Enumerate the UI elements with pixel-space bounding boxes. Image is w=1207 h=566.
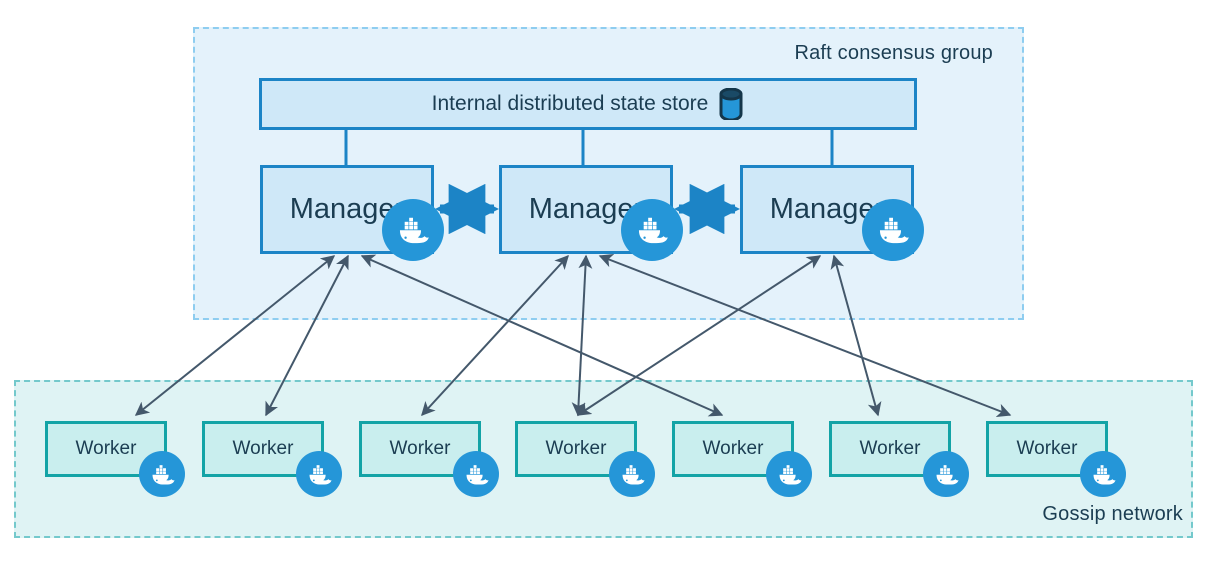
docker-whale-icon [923,451,969,497]
gossip-network-label: Gossip network [1042,503,1183,525]
worker-label: Worker [545,438,607,459]
worker-label: Worker [389,438,451,459]
worker-label: Worker [859,438,921,459]
docker-whale-icon [453,451,499,497]
worker-label: Worker [75,438,137,459]
database-cylinder-icon [718,87,744,122]
docker-whale-icon [296,451,342,497]
docker-whale-icon [766,451,812,497]
docker-whale-icon [139,451,185,497]
worker-label: Worker [702,438,764,459]
state-store-label: Internal distributed state store [431,92,709,115]
docker-whale-icon [862,199,924,261]
docker-whale-icon [621,199,683,261]
worker-node-4[interactable]: Worker [515,421,637,477]
docker-whale-icon [382,199,444,261]
worker-label: Worker [232,438,294,459]
raft-consensus-group-label: Raft consensus group [794,42,993,64]
docker-whale-icon [1080,451,1126,497]
internal-distributed-state-store[interactable]: Internal distributed state store [259,78,917,130]
worker-label: Worker [1016,438,1078,459]
worker-node-7[interactable]: Worker [986,421,1108,477]
docker-whale-icon [609,451,655,497]
